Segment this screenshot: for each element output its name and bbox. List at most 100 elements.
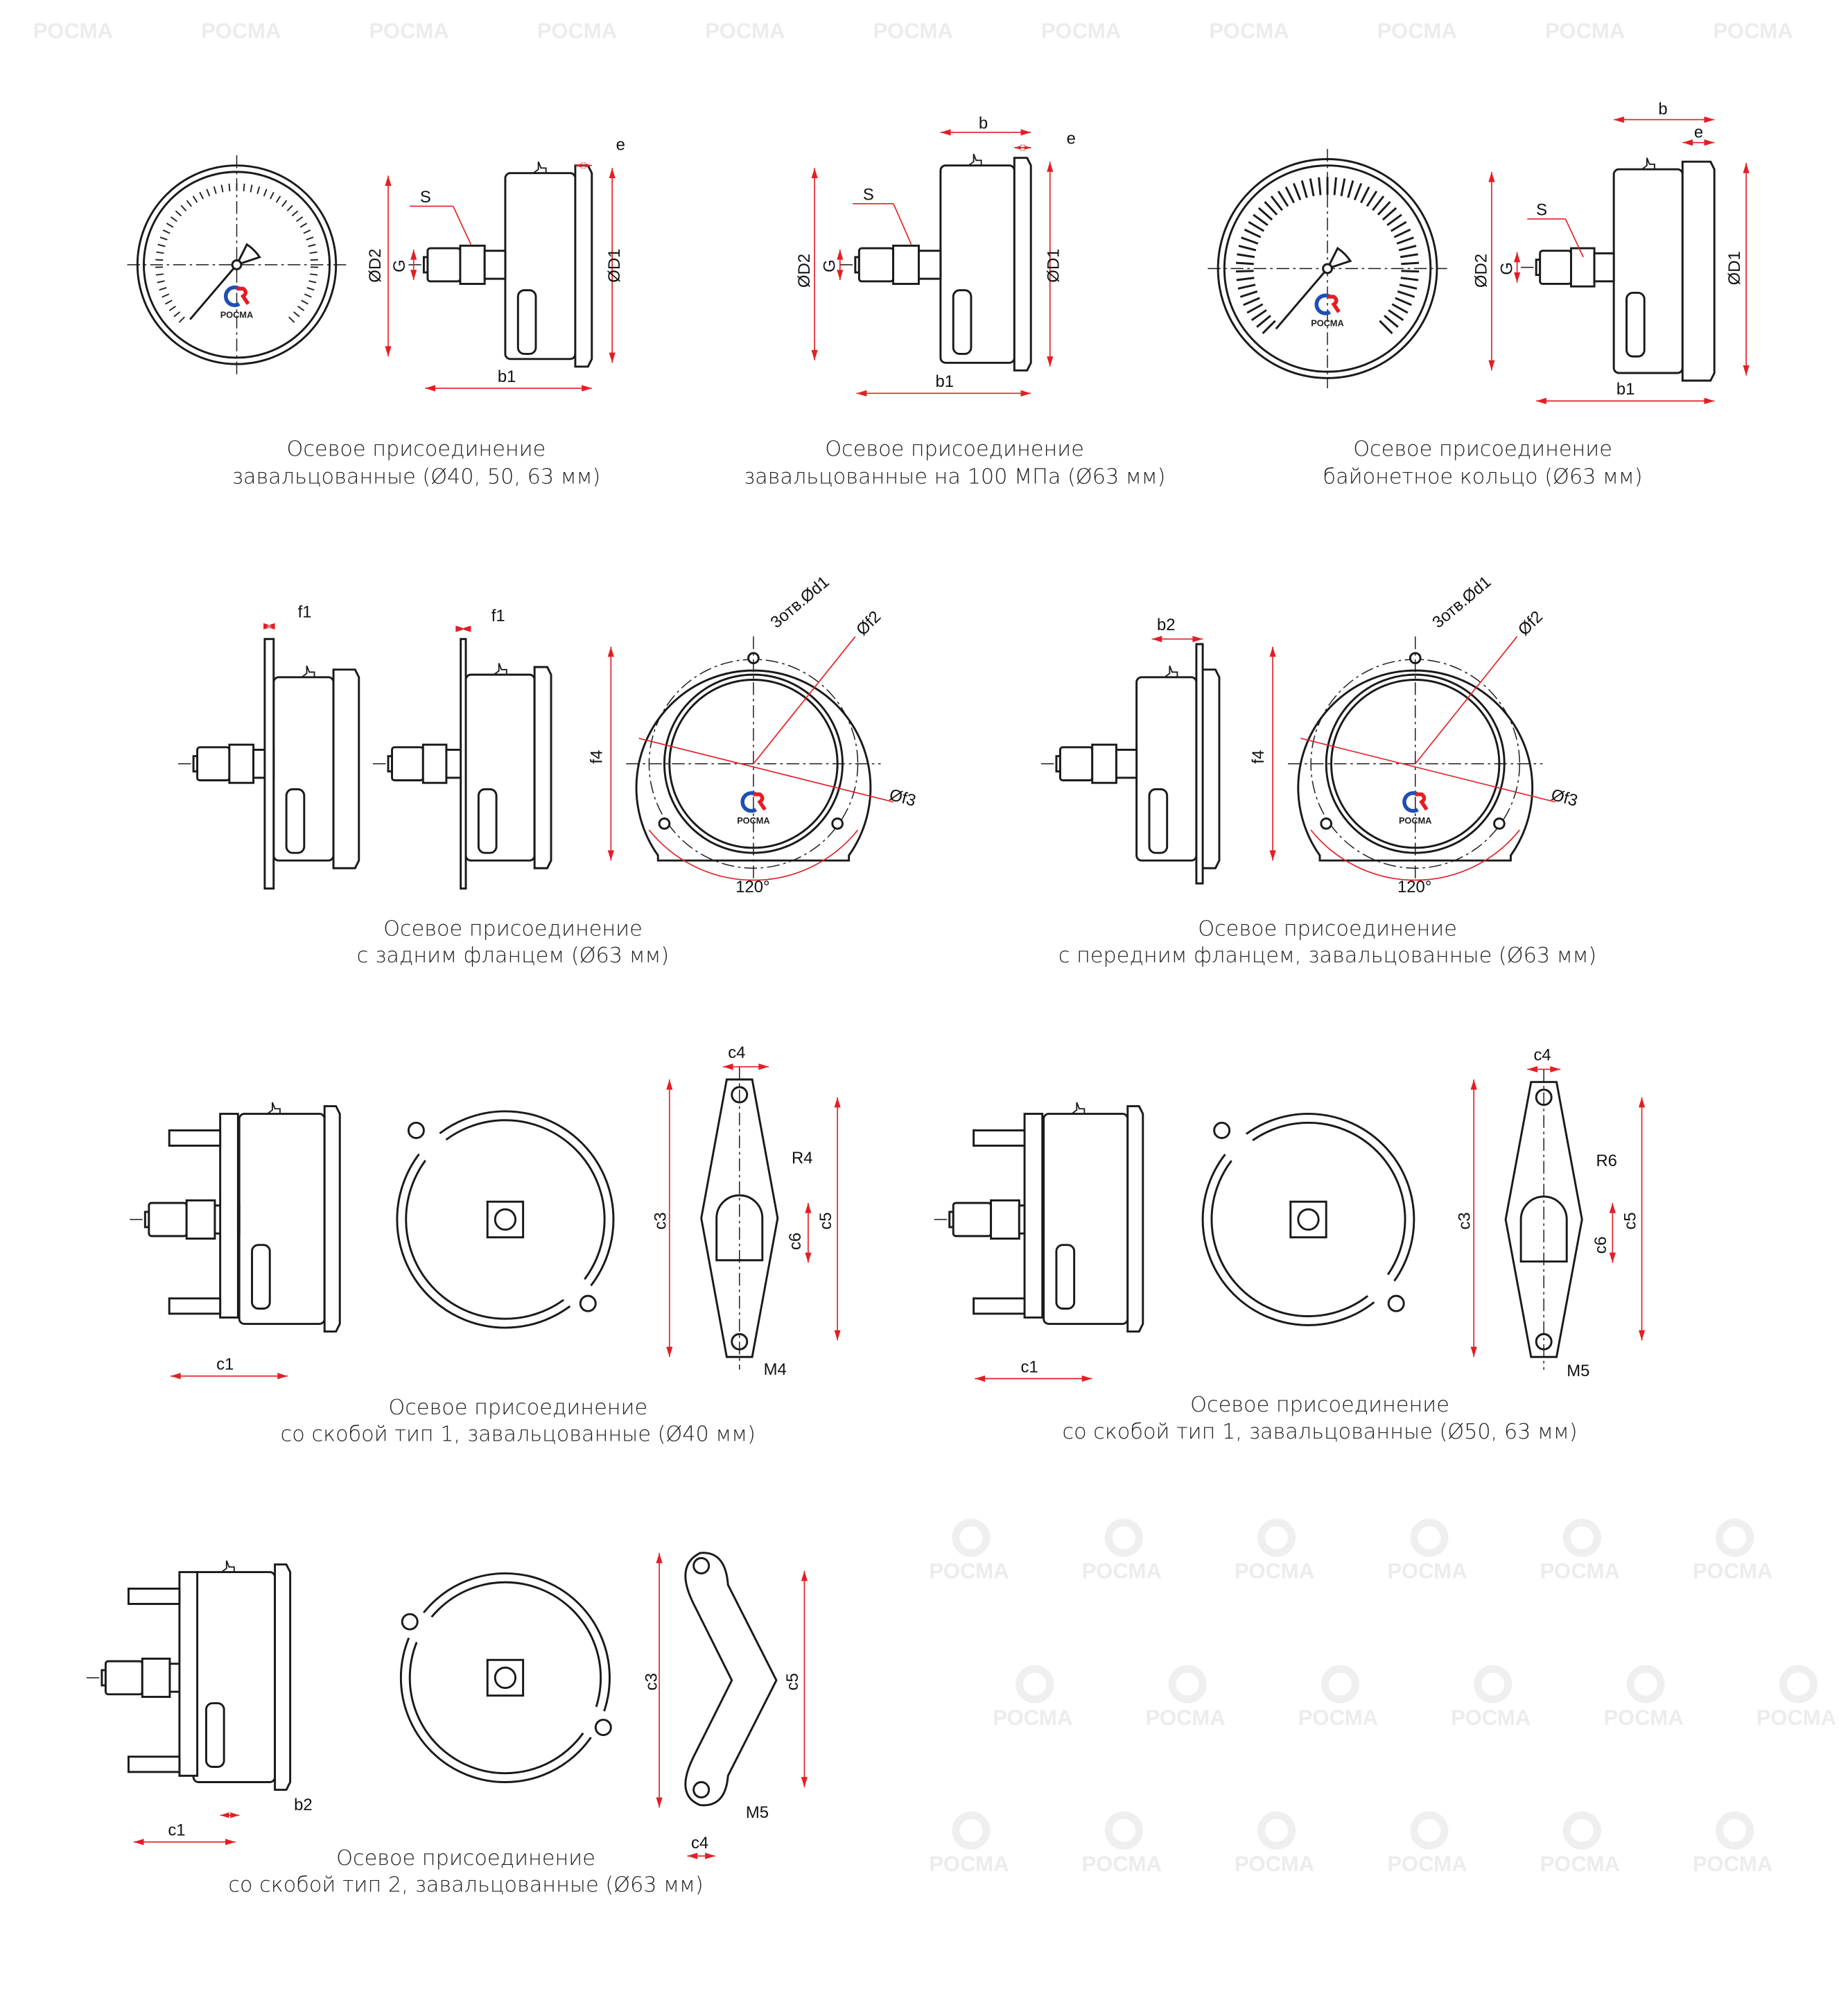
case-window xyxy=(1625,291,1646,358)
watermark-logo-icon xyxy=(1410,1811,1449,1850)
dimension-arrow xyxy=(722,1064,769,1070)
dimension-arrow xyxy=(1514,252,1521,283)
dimension-arrow xyxy=(455,625,471,632)
dial-tick xyxy=(1237,284,1256,290)
dial-tick xyxy=(1293,182,1302,200)
caption-line-2: завальцованные на 100 МПа (Ø63 мм) xyxy=(744,465,1166,489)
pointer-hub xyxy=(1322,263,1333,275)
label-m: M5 xyxy=(746,1803,769,1822)
vent-plug xyxy=(532,161,547,174)
fitting-thread xyxy=(196,746,231,781)
dimension-arrow xyxy=(263,623,275,630)
dial-tick xyxy=(1400,253,1418,259)
watermark-logo-icon xyxy=(1168,1665,1207,1703)
dial-tick xyxy=(308,243,316,248)
leader xyxy=(1564,218,1584,258)
label-d2: ØD2 xyxy=(795,254,814,288)
fitting-thread xyxy=(391,746,424,781)
watermark-text: РОСМА xyxy=(1041,19,1121,43)
dial-tick xyxy=(1318,177,1322,196)
gauge-case xyxy=(464,673,536,862)
logo-text: РОСМА xyxy=(737,815,769,826)
gauge-back-ring xyxy=(405,1119,606,1320)
dimension-arrow xyxy=(1527,1066,1561,1073)
watermark-logo-icon xyxy=(1257,1518,1296,1557)
fitting-hex xyxy=(141,1657,171,1698)
watermark-text: РОСМА xyxy=(1757,1706,1836,1730)
label-e: e xyxy=(1067,129,1076,148)
case-window xyxy=(1055,1244,1076,1310)
label-d2: ØD2 xyxy=(366,249,385,283)
watermark-text: РОСМА xyxy=(1545,19,1625,43)
label-r: R4 xyxy=(792,1149,812,1168)
dimension-arrow xyxy=(1014,144,1031,151)
dial-tick xyxy=(1236,261,1254,266)
dial-tick xyxy=(213,186,217,194)
dial-tick xyxy=(306,236,314,241)
label-c6: c6 xyxy=(1592,1236,1610,1253)
watermark-text: РОСМА xyxy=(929,1852,1009,1876)
bracket-slot xyxy=(1519,1195,1568,1263)
leader xyxy=(452,206,472,245)
dial-tick xyxy=(281,200,288,207)
dial-tick xyxy=(243,183,245,191)
dial-tick xyxy=(1239,290,1258,298)
label-f3: Øf3 xyxy=(1549,786,1580,810)
fitting-hex xyxy=(1289,1200,1327,1239)
caption-line-1: Осевое присоединение xyxy=(388,1396,647,1420)
dial-tick xyxy=(170,216,177,223)
caption-line-2: с задним фланцем (Ø63 мм) xyxy=(357,944,670,968)
dial-tick xyxy=(1248,220,1265,232)
watermark-text: РОСМА xyxy=(1693,1852,1772,1876)
gauge-bezel xyxy=(1013,157,1032,372)
fitting-hex xyxy=(486,1658,525,1697)
dial-tick xyxy=(1366,191,1378,207)
bracket-stud xyxy=(168,1129,222,1147)
watermark-logo-icon xyxy=(1410,1518,1449,1557)
dial-tick xyxy=(157,280,165,284)
dial-tick xyxy=(293,311,300,318)
label-s: S xyxy=(863,185,874,204)
dimension-arrow xyxy=(220,1812,240,1819)
dial-tick xyxy=(1256,315,1271,328)
dial-tick xyxy=(1381,207,1397,221)
dimension-arrow xyxy=(133,1839,236,1846)
dial-tick xyxy=(308,280,317,284)
label-angle: 120° xyxy=(735,878,769,896)
label-b2: b2 xyxy=(1157,616,1176,634)
watermark-logo-icon xyxy=(1104,1518,1143,1557)
label-c4: c4 xyxy=(691,1834,708,1852)
dial-tick xyxy=(156,251,164,254)
fitting-neck xyxy=(1115,748,1138,779)
dial-tick xyxy=(1401,261,1420,266)
dial-tick xyxy=(1386,214,1402,227)
label-f2: Øf2 xyxy=(1515,607,1546,639)
dial-tick xyxy=(1333,177,1337,196)
bracket-stud xyxy=(168,1297,222,1315)
vent-plug xyxy=(1164,665,1178,678)
watermark-logo-icon xyxy=(1626,1665,1665,1703)
gauge-bezel xyxy=(332,668,360,869)
dial-tick xyxy=(1347,180,1354,198)
vent-plug xyxy=(1641,157,1655,170)
dial-tick xyxy=(220,184,224,193)
caption-line-1: Осевое присоединение xyxy=(287,437,546,461)
caption-line-1: Осевое присоединение xyxy=(1190,1393,1449,1417)
label-f1: f1 xyxy=(298,603,312,622)
dial-tick xyxy=(250,184,253,193)
caption-line-2: со скобой тип 1, завальцованные (Ø40 мм) xyxy=(281,1422,756,1446)
dial-tick xyxy=(1360,186,1370,204)
label-g: G xyxy=(820,259,839,272)
dial-tick xyxy=(1395,297,1412,306)
gauge-bezel xyxy=(323,1105,341,1333)
dial-tick xyxy=(1241,236,1259,245)
dial-tick xyxy=(1277,191,1289,207)
dial-tick xyxy=(1353,182,1363,200)
dial-tick xyxy=(166,223,174,228)
watermark-logo-icon xyxy=(952,1518,991,1557)
dial-tick xyxy=(175,210,182,217)
dial-tick xyxy=(301,300,308,305)
panel-bracket-type2-63: c1 b2 c3 c5 M5 c4 Осевое присоединение с… xyxy=(168,1673,802,1897)
front-flange-plate xyxy=(1195,643,1204,885)
label-c4: c4 xyxy=(728,1043,745,1062)
